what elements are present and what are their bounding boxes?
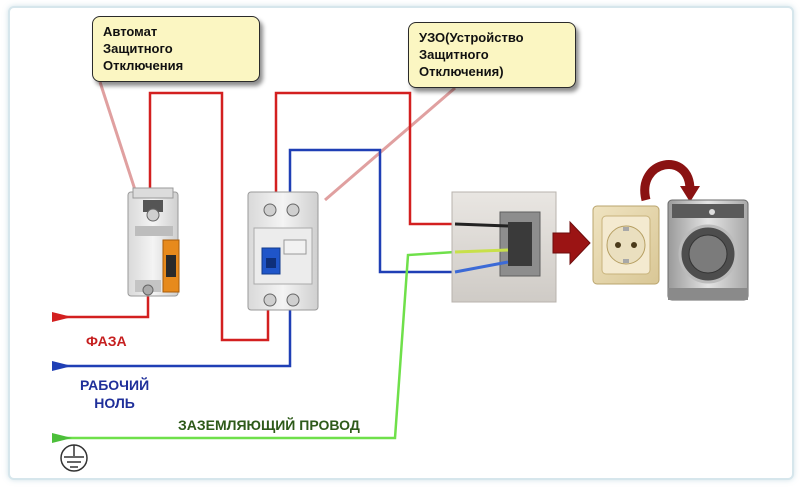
neutral-arrow-icon	[52, 361, 72, 371]
curved-arrow-icon	[640, 160, 700, 202]
circuit-breaker-icon	[127, 187, 180, 297]
phase-label: ФАЗА	[86, 333, 127, 349]
arrow-right-icon	[552, 220, 591, 266]
rcd-callout: УЗО(Устройство Защитного Отключения)	[408, 22, 576, 88]
phase-wire	[60, 91, 455, 342]
rcd-icon	[247, 191, 319, 311]
breaker-callout-line-1: Автомат	[103, 24, 158, 39]
neutral-label-line-2: НОЛЬ	[94, 395, 135, 411]
breaker-callout-line-2: Защитного	[103, 41, 173, 56]
washing-machine-icon	[667, 199, 749, 301]
rcd-callout-line-3: Отключения)	[419, 64, 504, 79]
rcd-callout-pointer	[324, 86, 456, 202]
neutral-wire	[60, 148, 455, 368]
ground-arrow-icon	[52, 433, 72, 443]
breaker-callout-pointer	[98, 81, 139, 197]
ground-label: ЗАЗЕМЛЯЮЩИЙ ПРОВОД	[178, 417, 360, 433]
junction-box-icon	[451, 191, 557, 303]
breaker-callout-line-3: Отключения	[103, 58, 184, 73]
breaker-callout: Автомат Защитного Отключения	[92, 16, 260, 82]
rcd-callout-line-2: Защитного	[419, 47, 489, 62]
neutral-label: РАБОЧИЙ НОЛЬ	[80, 376, 149, 412]
ground-symbol-icon	[60, 444, 88, 472]
rcd-callout-line-1: УЗО(Устройство	[419, 30, 524, 45]
phase-arrow-icon	[52, 312, 72, 322]
neutral-label-line-1: РАБОЧИЙ	[80, 377, 150, 393]
ground-wire	[60, 250, 456, 440]
power-socket-icon	[592, 205, 660, 285]
